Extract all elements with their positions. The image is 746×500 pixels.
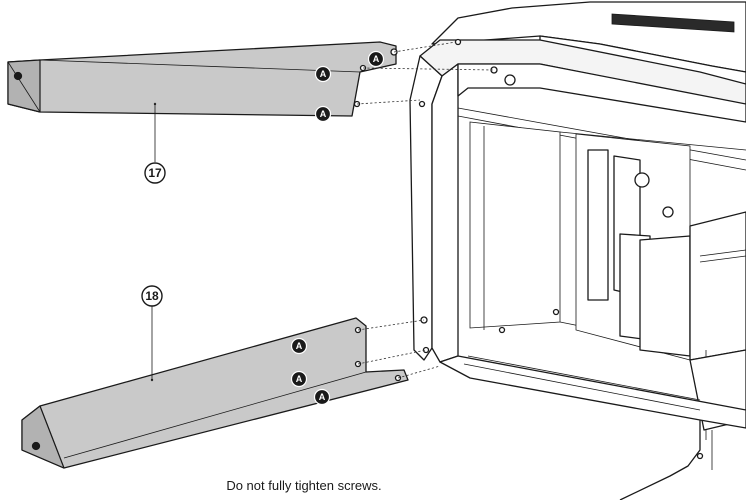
alignment-guides: [356, 41, 495, 379]
fastener-marker: A: [290, 370, 308, 388]
upper-rail: [7, 41, 398, 117]
fastener-label: A: [320, 69, 327, 79]
fastener-marker: A: [314, 105, 332, 123]
fastener-marker: A: [314, 65, 332, 83]
fastener-label: A: [296, 341, 303, 351]
fastener-label: A: [319, 392, 326, 402]
cabinet-frame: [409, 1, 746, 500]
part-callout-18: 18: [141, 285, 163, 307]
fastener-label: A: [373, 54, 380, 64]
fastener-marker: A: [367, 50, 385, 68]
fastener-marker: A: [290, 337, 308, 355]
lower-rail: [21, 317, 409, 469]
fastener-label: A: [320, 109, 327, 119]
fastener-marker: A: [313, 388, 331, 406]
part-number-17: 17: [148, 166, 162, 180]
part-callout-17: 17: [144, 162, 166, 184]
part-number-18: 18: [145, 289, 159, 303]
instruction-caption: Do not fully tighten screws.: [226, 478, 382, 493]
fastener-label: A: [296, 374, 303, 384]
